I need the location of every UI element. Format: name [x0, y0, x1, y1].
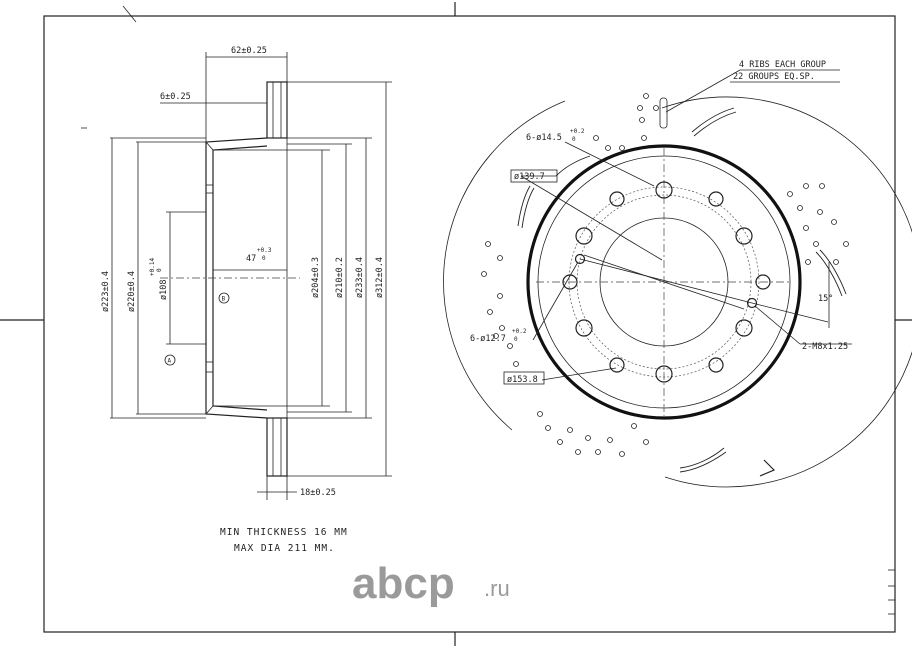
datum-b-label: B: [222, 296, 226, 303]
stud-hole-small: [609, 357, 625, 373]
holes-127-tol-upper: +0.2: [512, 328, 527, 335]
note-max-dia: MAX DIA 211 MM.: [234, 543, 335, 554]
rotor-ring-top: [266, 81, 288, 139]
ribs-note-1: 4 RIBS EACH GROUP: [739, 60, 826, 70]
stud-hole-small: [708, 191, 724, 207]
dim-d220: ø220±0.4: [127, 271, 137, 312]
rotor-ring-bottom: [266, 417, 288, 477]
note-min-thickness: MIN THICKNESS 16 MM: [220, 527, 348, 538]
outer-rim-right: [661, 96, 912, 488]
stud-hole-small: [755, 274, 771, 290]
drill-holes: [481, 93, 849, 457]
dim-hat-depth: 47: [246, 254, 256, 264]
dim-d108-tol-lower: 0: [156, 268, 163, 272]
front-view: [443, 69, 912, 488]
dim-d108-tol-upper: +0.14: [149, 258, 156, 276]
dim-d223: ø223±0.4: [101, 271, 111, 312]
holes-145-label: 6-ø14.5: [526, 133, 562, 143]
braking-ring-edge: [526, 144, 802, 420]
stud-hole-small: [708, 357, 724, 373]
ribs-note-2: 22 GROUPS EQ.SP.: [733, 72, 815, 82]
stud-hole: [655, 365, 673, 383]
thread-hole: [746, 297, 758, 309]
thread-label: 2-M8x1.25: [802, 342, 848, 352]
datum-b-symbol: [218, 292, 230, 304]
holes-127-label: 6-ø12.7: [470, 334, 506, 344]
section-view: [110, 52, 392, 500]
angle-label: 15°: [818, 294, 833, 304]
stud-hole: [575, 227, 593, 245]
holes-127-tol-lower: 0: [514, 336, 518, 343]
hat-outline: [205, 137, 268, 419]
dim-d210: ø210±0.2: [335, 257, 345, 298]
center-d-label: ø153.8: [507, 375, 538, 385]
stud-hole-small: [609, 191, 625, 207]
stud-holes: [562, 181, 771, 383]
dim-flange: 6±0.25: [160, 92, 191, 102]
stud-hole: [735, 319, 753, 337]
slots: [517, 107, 847, 473]
watermark-logo: abcp .ru: [352, 559, 510, 608]
dim-hat-tol-upper: +0.3: [257, 247, 272, 254]
stud-hole: [655, 181, 673, 199]
pcd-label: ø139.7: [514, 172, 545, 182]
stud-hole: [575, 319, 593, 337]
holes-145-tol-upper: +0.2: [570, 128, 585, 135]
dim-d108: ø108: [159, 280, 169, 300]
dim-thickness: 18±0.25: [300, 488, 336, 498]
rib-marker: [659, 97, 668, 129]
dim-d233: ø233±0.4: [355, 257, 365, 298]
watermark-brand: abcp: [352, 559, 455, 608]
watermark-suffix: .ru: [484, 576, 510, 601]
dim-hat-tol-lower: 0: [262, 255, 266, 262]
thread-hole: [574, 253, 586, 265]
dim-d312: ø312±0.4: [375, 257, 385, 298]
outer-rim-left: [443, 100, 566, 431]
datum-a-label: A: [168, 358, 172, 365]
stud-hole-small: [562, 274, 578, 290]
datum-a-symbol: [164, 354, 176, 366]
dim-d204: ø204±0.3: [311, 257, 321, 298]
holes-145-tol-lower: 0: [572, 136, 576, 143]
stud-hole: [735, 227, 753, 245]
dim-overall-width: 62±0.25: [231, 46, 267, 56]
